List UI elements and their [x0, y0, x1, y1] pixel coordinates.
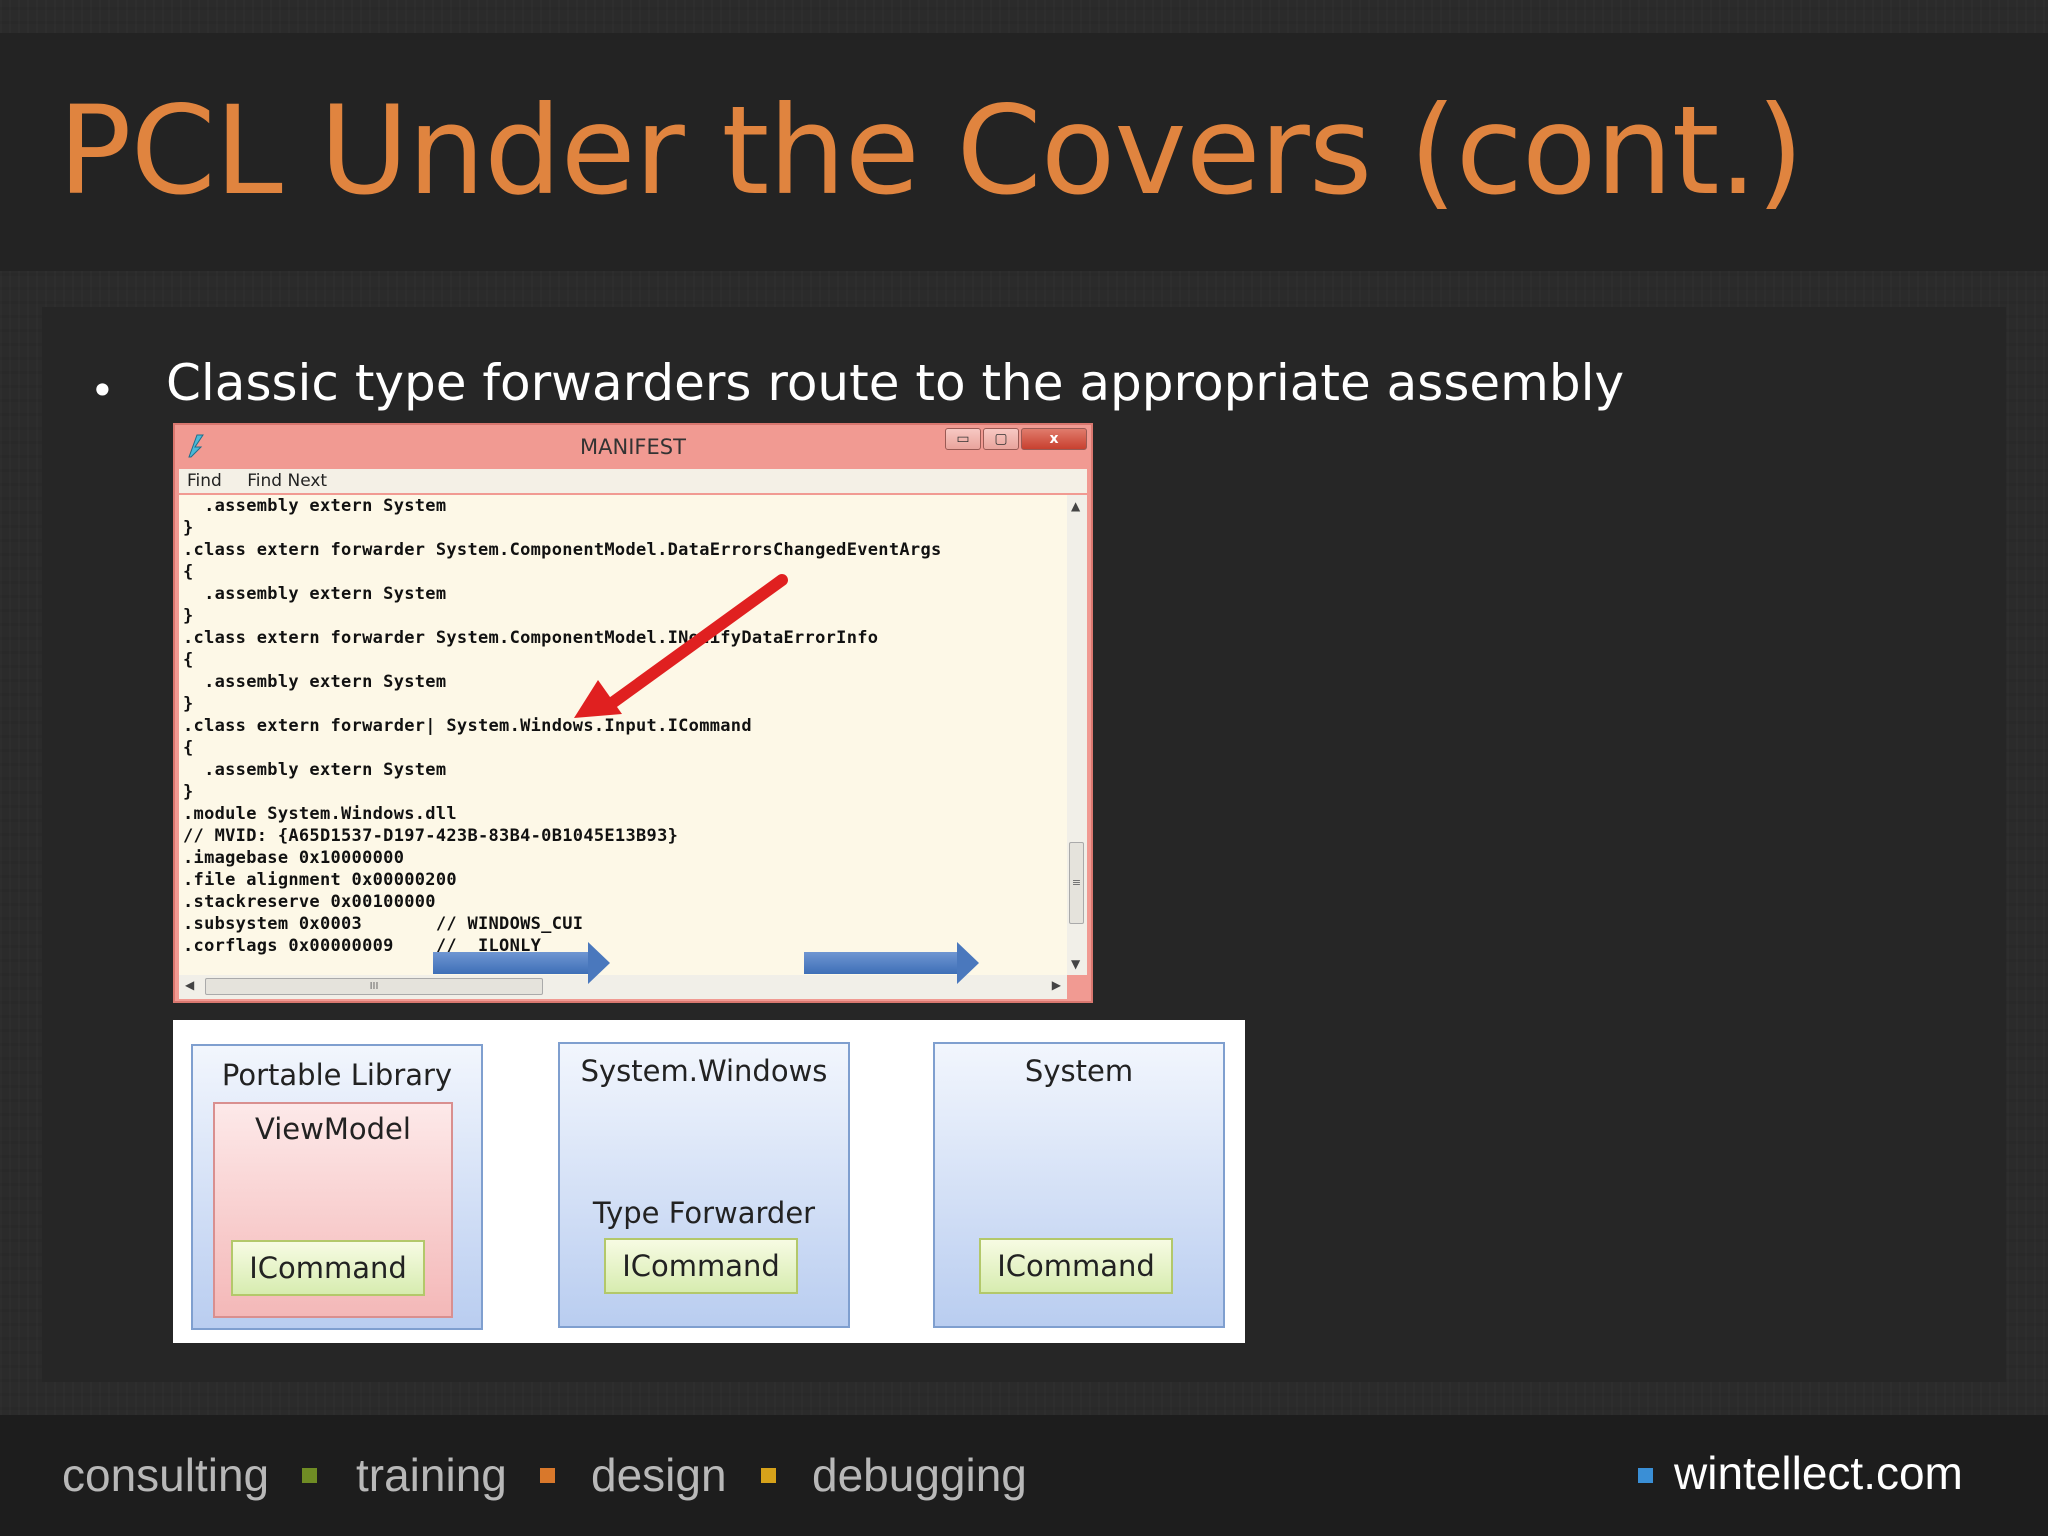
code-line: }	[183, 694, 194, 714]
orange-square-icon	[540, 1468, 555, 1483]
system-windows-label: System.Windows	[580, 1054, 828, 1088]
manifest-window: MANIFEST ▭ ▢ x Find Find Next .assembly …	[173, 423, 1093, 1003]
maximize-button[interactable]: ▢	[983, 428, 1019, 450]
code-line: .assembly extern System	[183, 672, 447, 692]
code-line: .stackreserve 0x00100000	[183, 892, 436, 912]
footer-consulting: consulting	[62, 1449, 270, 1501]
title-band	[0, 33, 2048, 271]
type-forwarder-label: Type Forwarder	[592, 1196, 816, 1230]
type-forwarder-diagram: Portable Library ViewModel ICommand Syst…	[173, 1020, 1245, 1343]
icommand-forwarder: ICommand	[604, 1238, 798, 1294]
bullet-dot: •	[90, 366, 115, 415]
code-line: .assembly extern System	[183, 496, 447, 516]
arrow-head-icon	[957, 942, 979, 984]
connector-forwarder-to-system	[804, 952, 959, 974]
system-box: System ICommand	[933, 1042, 1225, 1328]
scroll-right-icon[interactable]: ▶	[1051, 978, 1061, 992]
window-titlebar[interactable]: MANIFEST ▭ ▢ x	[175, 425, 1091, 467]
vscroll-grip: ≡	[1071, 876, 1082, 889]
footer-band	[0, 1415, 2048, 1536]
code-line: }	[183, 782, 194, 802]
minimize-button[interactable]: ▭	[945, 428, 981, 450]
arrow-head-icon	[588, 942, 610, 984]
hscroll-grip: III	[369, 981, 379, 992]
code-line: .subsystem 0x0003 // WINDOWS_CUI	[183, 914, 584, 934]
footer-site-link[interactable]: wintellect.com	[1674, 1447, 1963, 1499]
code-line: .module System.Windows.dll	[183, 804, 457, 824]
code-line: .assembly extern System	[183, 760, 447, 780]
code-line: }	[183, 606, 194, 626]
vertical-scroll-thumb[interactable]: ≡	[1069, 842, 1084, 924]
ildasm-icon	[188, 434, 204, 458]
horizontal-scrollbar[interactable]: ◀ III ▶	[179, 975, 1067, 999]
horizontal-scroll-thumb[interactable]: III	[205, 978, 543, 995]
menu-find[interactable]: Find	[187, 471, 222, 491]
scroll-down-icon[interactable]: ▼	[1071, 957, 1081, 971]
menu-bar: Find Find Next	[179, 469, 1087, 493]
close-button[interactable]: x	[1021, 428, 1087, 450]
footer-debugging: debugging	[812, 1449, 1027, 1501]
code-view[interactable]: .assembly extern System } .class extern …	[179, 495, 1067, 975]
code-line: // MVID: {A65D1537-D197-423B-83B4-0B1045…	[183, 826, 679, 846]
yellow-square-icon	[761, 1468, 776, 1483]
scroll-up-icon[interactable]: ▲	[1071, 499, 1081, 513]
viewmodel-box: ViewModel ICommand	[213, 1102, 453, 1318]
code-line: .assembly extern System	[183, 584, 447, 604]
portable-library-label: Portable Library	[221, 1058, 453, 1092]
menu-find-next[interactable]: Find Next	[247, 471, 328, 491]
blue-square-icon	[1638, 1468, 1653, 1483]
code-line: .imagebase 0x10000000	[183, 848, 405, 868]
vertical-scrollbar[interactable]: ▲ ≡ ▼	[1067, 495, 1087, 975]
code-line: }	[183, 518, 194, 538]
code-line: {	[183, 650, 194, 670]
icommand-system: ICommand	[979, 1238, 1173, 1294]
bullet-text: Classic type forwarders route to the app…	[166, 354, 1625, 412]
connector-portable-to-forwarder	[433, 952, 591, 974]
portable-library-box: Portable Library ViewModel ICommand	[191, 1044, 483, 1330]
footer-training: training	[356, 1449, 507, 1501]
code-line: .class extern forwarder System.Component…	[183, 540, 942, 560]
system-label: System	[1024, 1054, 1134, 1088]
red-annotation-arrow	[574, 574, 788, 718]
green-square-icon	[302, 1468, 317, 1483]
code-line: .file alignment 0x00000200	[183, 870, 457, 890]
code-line: .class extern forwarder| System.Windows.…	[183, 716, 752, 736]
footer-design: design	[591, 1449, 727, 1501]
scroll-left-icon[interactable]: ◀	[185, 978, 195, 992]
icommand-portable: ICommand	[231, 1240, 425, 1296]
code-line: .corflags 0x00000009 // ILONLY	[183, 936, 542, 956]
viewmodel-label: ViewModel	[255, 1112, 411, 1146]
code-line: {	[183, 562, 194, 582]
code-line: .class extern forwarder System.Component…	[183, 628, 879, 648]
window-title: MANIFEST	[580, 435, 686, 459]
code-line: {	[183, 738, 194, 758]
system-windows-box: System.Windows Type Forwarder ICommand	[558, 1042, 850, 1328]
slide-title: PCL Under the Covers (cont.)	[58, 80, 1804, 222]
